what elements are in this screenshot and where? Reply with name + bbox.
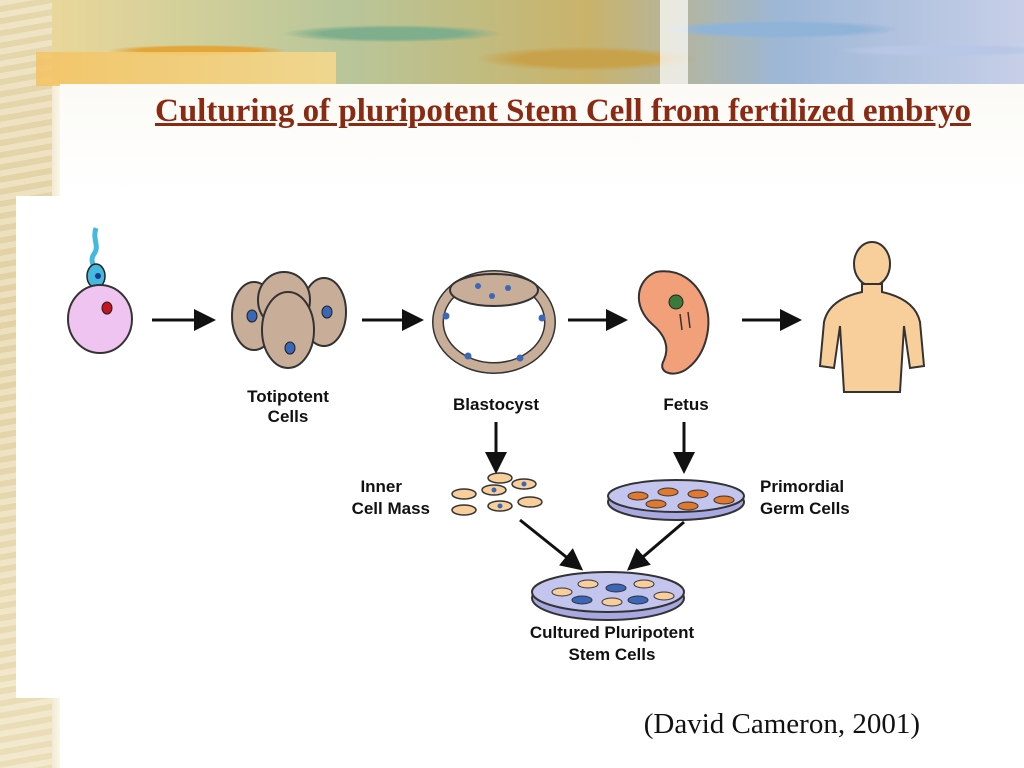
label-inner-cell-mass-line1: Inner	[360, 477, 402, 496]
label-primordial-line1: Primordial	[760, 477, 844, 496]
label-inner-cell-mass-line2: Cell Mass	[352, 499, 430, 518]
arrow-primordial-to-culture	[626, 520, 685, 571]
inner-cell-mass-icon	[451, 472, 543, 516]
adult-human-icon	[818, 241, 926, 393]
label-primordial-line2: Germ Cells	[760, 499, 850, 518]
header-banner-highlight	[660, 0, 688, 84]
totipotent-cells-icon	[231, 271, 347, 369]
label-totipotent-line2: Cells	[268, 407, 309, 426]
label-blastocyst: Blastocyst	[453, 395, 539, 414]
primordial-germ-cell-dish-icon	[607, 479, 745, 521]
title-background	[60, 84, 1024, 194]
diagram-svg: Totipotent Cells Blastocyst Fetus	[67, 227, 926, 664]
stem-cell-diagram: Totipotent Cells Blastocyst Fetus	[16, 196, 1024, 698]
header-banner-accent	[36, 52, 336, 86]
fetus-icon	[637, 270, 710, 375]
arrow-inner-cell-mass-to-culture	[519, 518, 584, 571]
label-totipotent-line1: Totipotent	[247, 387, 329, 406]
cultured-stem-cells-dish-icon	[531, 571, 685, 621]
blastocyst-icon	[432, 270, 556, 374]
fertilized-egg-icon	[67, 227, 133, 354]
label-cultured-line2: Stem Cells	[569, 645, 656, 664]
slide-title: Culturing of pluripotent Stem Cell from …	[154, 93, 971, 129]
label-cultured-line1: Cultured Pluripotent	[530, 623, 695, 642]
label-fetus: Fetus	[663, 395, 708, 414]
citation: (David Cameron, 2001)	[643, 708, 920, 740]
